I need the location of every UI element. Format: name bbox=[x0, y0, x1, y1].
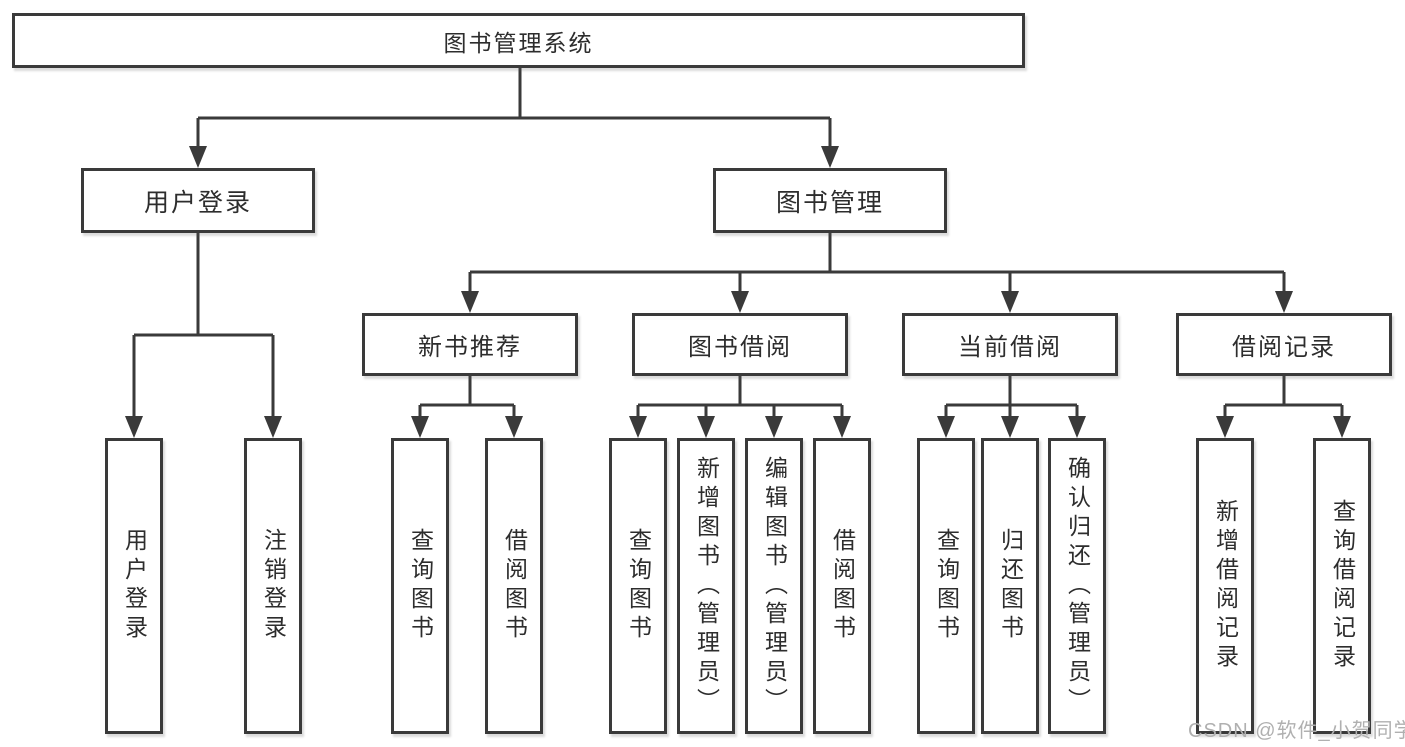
node-leaf-borrow-books-2-label: 借阅图书 bbox=[829, 528, 856, 644]
node-leaf-borrow-books-1: 借阅图书 bbox=[485, 438, 543, 734]
node-leaf-add-borrow-record: 新增借阅记录 bbox=[1196, 438, 1254, 734]
node-leaf-logout: 注销登录 bbox=[244, 438, 302, 734]
arrowheads bbox=[125, 146, 1351, 438]
node-root: 图书管理系统 bbox=[12, 13, 1025, 68]
tree-connector-path bbox=[132, 68, 1344, 424]
node-user-login: 用户登录 bbox=[81, 168, 315, 233]
node-current-borrowing-label: 当前借阅 bbox=[958, 334, 1062, 361]
node-borrowing-records: 借阅记录 bbox=[1176, 313, 1392, 376]
node-leaf-edit-books-admin: 编辑图书（管理员） bbox=[745, 438, 803, 734]
node-leaf-edit-books-admin-label: 编辑图书（管理员） bbox=[761, 455, 788, 717]
node-new-book-recommendation: 新书推荐 bbox=[362, 313, 578, 376]
node-leaf-user-login-label: 用户登录 bbox=[121, 528, 148, 644]
node-leaf-query-books-1: 查询图书 bbox=[391, 438, 449, 734]
node-leaf-query-books-2: 查询图书 bbox=[609, 438, 667, 734]
node-leaf-query-books-1-label: 查询图书 bbox=[407, 528, 434, 644]
node-leaf-add-borrow-record-label: 新增借阅记录 bbox=[1212, 499, 1239, 673]
node-leaf-borrow-books-2: 借阅图书 bbox=[813, 438, 871, 734]
node-book-borrowing: 图书借阅 bbox=[632, 313, 848, 376]
node-current-borrowing: 当前借阅 bbox=[902, 313, 1118, 376]
node-leaf-return-books-label: 归还图书 bbox=[997, 528, 1024, 644]
node-leaf-confirm-return-admin-label: 确认归还（管理员） bbox=[1064, 455, 1091, 717]
node-user-login-label: 用户登录 bbox=[143, 188, 252, 217]
node-leaf-user-login: 用户登录 bbox=[105, 438, 163, 734]
node-new-book-recommendation-label: 新书推荐 bbox=[418, 334, 522, 361]
node-leaf-logout-label: 注销登录 bbox=[260, 528, 287, 644]
node-leaf-confirm-return-admin: 确认归还（管理员） bbox=[1048, 438, 1106, 734]
node-leaf-borrow-books-1-label: 借阅图书 bbox=[501, 528, 528, 644]
node-root-label: 图书管理系统 bbox=[443, 29, 594, 56]
node-leaf-query-books-2-label: 查询图书 bbox=[625, 528, 652, 644]
node-leaf-add-books-admin-label: 新增图书（管理员） bbox=[693, 455, 720, 717]
node-book-management-label: 图书管理 bbox=[775, 188, 884, 217]
node-leaf-query-books-3: 查询图书 bbox=[917, 438, 975, 734]
csdn-watermark: CSDN @软件_小贺同学 bbox=[1188, 720, 1405, 742]
node-borrowing-records-label: 借阅记录 bbox=[1232, 334, 1336, 361]
node-book-management: 图书管理 bbox=[713, 168, 947, 233]
node-book-borrowing-label: 图书借阅 bbox=[688, 334, 792, 361]
node-leaf-return-books: 归还图书 bbox=[981, 438, 1039, 734]
node-leaf-query-books-3-label: 查询图书 bbox=[933, 528, 960, 644]
node-leaf-query-borrow-record-label: 查询借阅记录 bbox=[1329, 499, 1356, 673]
node-leaf-query-borrow-record: 查询借阅记录 bbox=[1313, 438, 1371, 734]
node-leaf-add-books-admin: 新增图书（管理员） bbox=[677, 438, 735, 734]
